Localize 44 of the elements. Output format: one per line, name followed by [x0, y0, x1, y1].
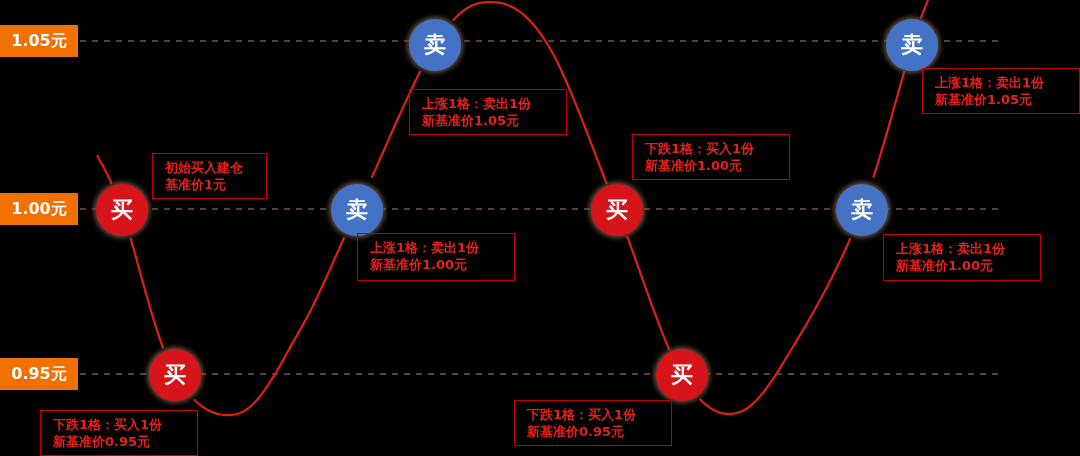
sell-marker: 卖: [409, 19, 461, 71]
price-curve: [872, 70, 906, 178]
note-text: 新基准价1.05元: [935, 91, 1034, 108]
buy-marker: 买: [656, 349, 708, 401]
note-box: [922, 68, 1080, 114]
note-text: 初始买入建仓: [165, 159, 244, 176]
sell-marker: 卖: [331, 184, 383, 236]
price-curve: [370, 70, 422, 179]
note-box: [883, 234, 1041, 281]
note-box: [409, 89, 567, 135]
price-curve: [452, 0, 608, 185]
buy-marker: 买: [149, 349, 201, 401]
note-box: [632, 134, 790, 180]
note-text: 下跌1格：买入1份: [53, 416, 164, 433]
sell-marker: 卖: [836, 184, 888, 236]
note-box: [357, 233, 515, 281]
note-text: 新基准价0.95元: [53, 433, 152, 450]
note-text: 新基准价1.00元: [645, 157, 744, 174]
note-text: 上涨1格：卖出1份: [422, 95, 533, 112]
note-box: [152, 153, 267, 199]
note-text: 新基准价1.00元: [896, 257, 995, 274]
note-text: 新基准价1.00元: [370, 256, 469, 273]
price-curve: [96, 154, 113, 185]
note-box: [514, 400, 672, 446]
note-box: [40, 410, 198, 456]
note-text: 上涨1格：卖出1份: [935, 74, 1046, 91]
note-text: 新基准价1.05元: [422, 112, 521, 129]
note-text: 下跌1格：买入1份: [645, 140, 756, 157]
price-tag: 0.95元: [0, 358, 78, 390]
note-text: 上涨1格：卖出1份: [896, 240, 1007, 257]
price-curve: [919, 0, 930, 19]
price-tag: 1.00元: [0, 193, 78, 225]
price-curve: [699, 237, 852, 415]
buy-marker: 买: [96, 184, 148, 236]
note-text: 上涨1格：卖出1份: [370, 239, 481, 256]
price-curve: [625, 235, 671, 351]
note-text: 新基准价0.95元: [527, 423, 626, 440]
price-tag: 1.05元: [0, 25, 78, 57]
sell-marker: 卖: [886, 19, 938, 71]
price-curve: [193, 237, 346, 417]
note-text: 下跌1格：买入1份: [527, 406, 638, 423]
buy-marker: 买: [591, 184, 643, 236]
price-curve: [129, 237, 165, 349]
note-text: 基准价1元: [165, 176, 228, 193]
